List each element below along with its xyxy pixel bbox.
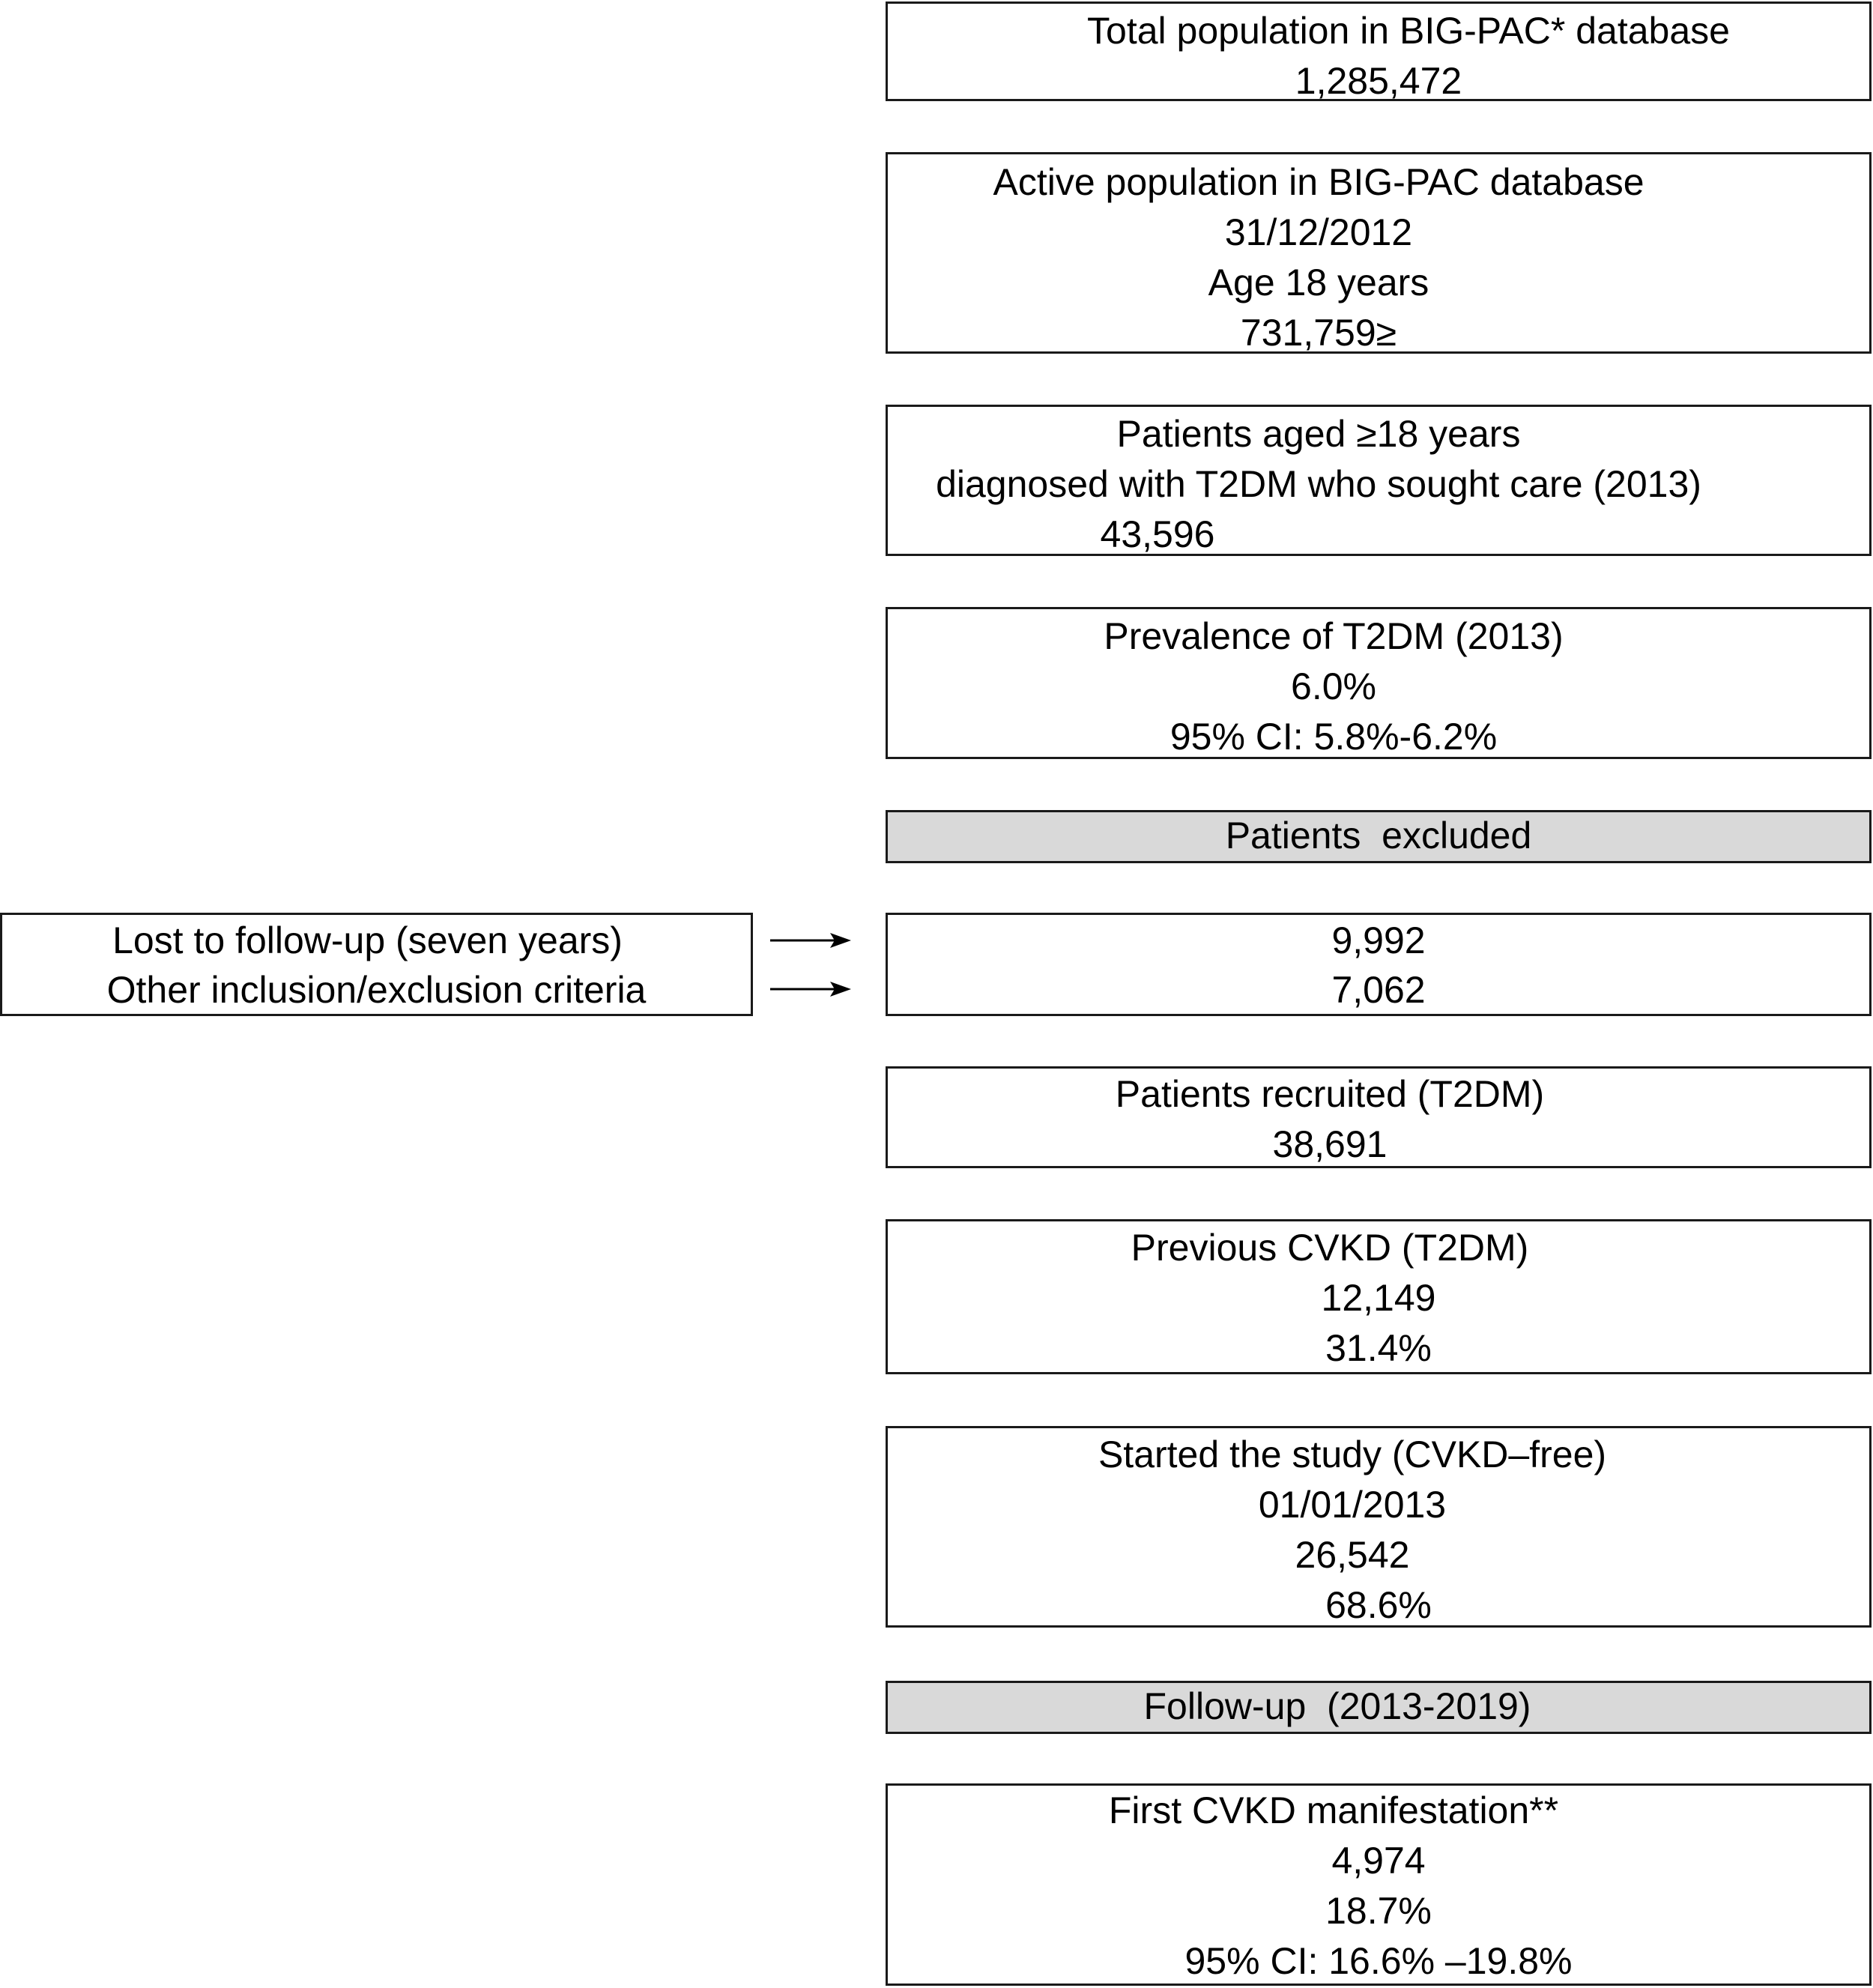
active-population-count: 731,759≥ [1240,312,1397,354]
started-study-count: 26,542 [1295,1534,1410,1576]
patients-excluded-header: Patients excluded [886,810,1872,863]
exclusion-reason-other-criteria: Other inclusion/exclusion criteria [106,969,647,1011]
total-population-box: Total population in BIG-PAC* database 1,… [886,1,1872,102]
t2dm-patients-description: diagnosed with T2DM who sought care (201… [936,463,1701,505]
first-cvkd-box: First CVKD manifestation** 4,974 18.7% 9… [886,1783,1872,1986]
exclusion-reason-lost-follow-up: Lost to follow-up (seven years) [112,919,623,961]
prevalence-title: Prevalence of T2DM (2013) [1104,615,1564,657]
prevalence-box: Prevalence of T2DM (2013) 6.0% 95% CI: 5… [886,607,1872,759]
previous-cvkd-box: Previous CVKD (T2DM) 12,149 31.4% [886,1219,1872,1374]
first-cvkd-percent: 18.7% [1325,1890,1432,1932]
prevalence-value: 6.0% [1291,665,1376,707]
excluded-lost-follow-up-count: 9,992 [1331,919,1426,961]
t2dm-patients-title: Patients aged ≥18 years [1116,413,1521,455]
patients-excluded-label: Patients excluded [1225,815,1532,856]
started-study-title: Started the study (CVKD–free) [1098,1433,1607,1475]
previous-cvkd-title: Previous CVKD (T2DM) [1131,1227,1529,1269]
patients-recruited-count: 38,691 [1272,1123,1388,1165]
exclusion-reasons-box: Lost to follow-up (seven years) Other in… [0,913,753,1016]
first-cvkd-count: 4,974 [1331,1840,1426,1882]
active-population-date: 31/12/2012 [1224,211,1413,253]
started-study-date: 01/01/2013 [1258,1484,1447,1526]
active-population-age: Age 18 years [1208,262,1429,303]
patients-recruited-box: Patients recruited (T2DM) 38,691 [886,1066,1872,1168]
excluded-other-criteria-count: 7,062 [1331,969,1426,1011]
t2dm-patients-count: 43,596 [1100,513,1215,555]
excluded-counts-box: 9,992 7,062 [886,913,1872,1016]
follow-up-header: Follow-up (2013-2019) [886,1681,1872,1734]
started-study-box: Started the study (CVKD–free) 01/01/2013… [886,1426,1872,1628]
started-study-percent: 68.6% [1325,1584,1432,1626]
previous-cvkd-count: 12,149 [1321,1277,1436,1319]
total-population-count: 1,285,472 [1295,60,1462,102]
active-population-box: Active population in BIG-PAC database 31… [886,152,1872,354]
arrow-icon [770,933,851,948]
first-cvkd-title: First CVKD manifestation** [1108,1789,1559,1831]
follow-up-label: Follow-up (2013-2019) [1143,1685,1531,1727]
t2dm-patients-box: Patients aged ≥18 years diagnosed with T… [886,405,1872,556]
prevalence-ci: 95% CI: 5.8%-6.2% [1170,716,1498,758]
total-population-title: Total population in BIG-PAC* database [1087,10,1730,52]
arrow-icon [770,982,851,997]
first-cvkd-ci: 95% CI: 16.6% –19.8% [1184,1940,1573,1982]
previous-cvkd-percent: 31.4% [1325,1327,1432,1369]
patients-recruited-title: Patients recruited (T2DM) [1115,1073,1545,1115]
active-population-title: Active population in BIG-PAC database [993,161,1644,203]
